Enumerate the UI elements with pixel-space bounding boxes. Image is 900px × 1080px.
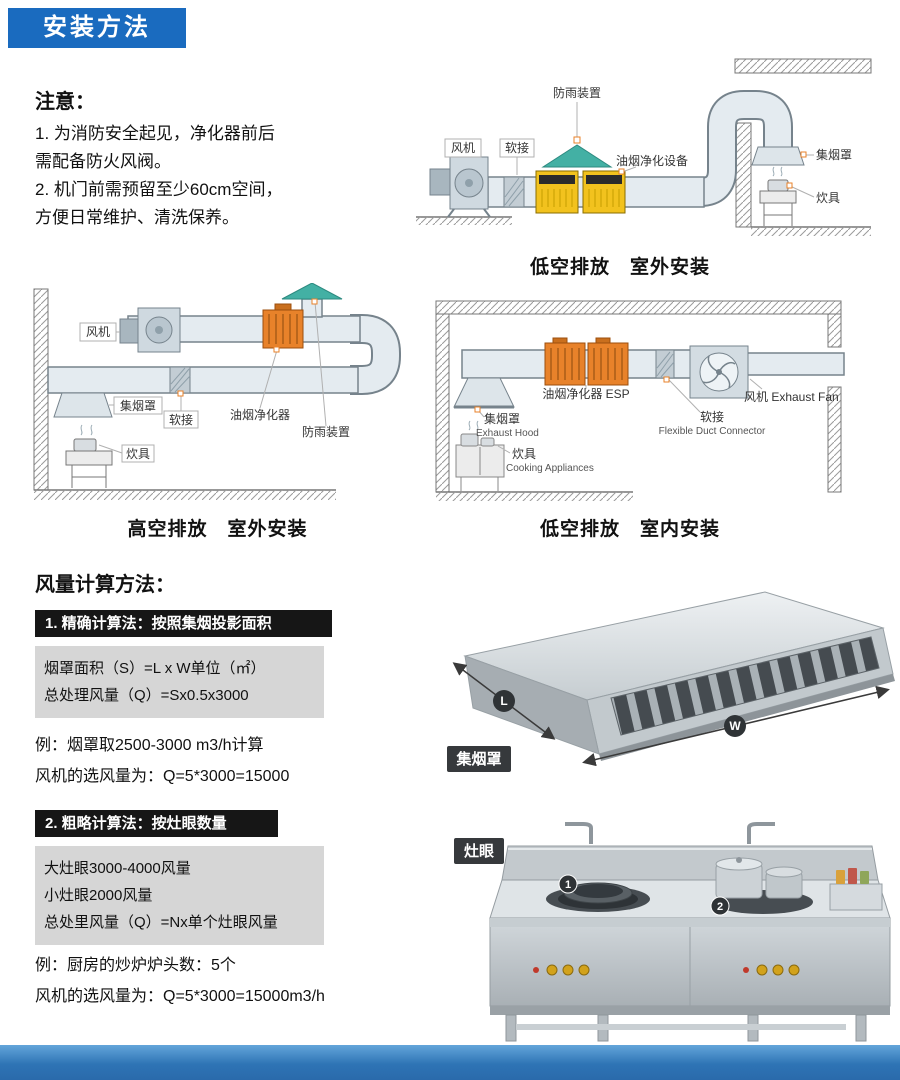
- calc-method2-line1: 大灶眼3000-4000风量: [44, 860, 191, 877]
- calc-title: 风量计算方法：: [35, 574, 175, 596]
- hood-label: 集烟罩: [816, 147, 852, 162]
- calc-method2-ex2: 风机的选风量为：Q=5*3000=15000m3/h: [35, 988, 325, 1005]
- cooking-appliance: [455, 420, 505, 491]
- calc-method1-line2: 总处理风量（Q）=Sx0.5x3000: [44, 687, 249, 704]
- purifier-unit: [535, 170, 626, 214]
- caption-indoor-low: 低空排放 室内安装: [539, 519, 720, 540]
- fan-unit: [689, 345, 749, 399]
- diagram-outdoor-low: 防雨装置 风机 软接 油烟净化设备 集烟罩 炊具: [416, 58, 872, 236]
- bottom-decor-bar: [0, 1045, 900, 1080]
- purifier-label: 油烟净化器: [230, 408, 290, 422]
- fan-unit: [429, 156, 491, 218]
- return-bend-duct: [350, 314, 401, 395]
- burner-marker-2: 2: [710, 896, 730, 916]
- flex-label: 软接: [505, 140, 529, 155]
- exhaust-hood: [453, 377, 515, 409]
- calc-method2-ex1: 例：厨房的炒炉炉头数：5个: [35, 957, 236, 974]
- calc-method1-example: 例：烟罩取2500-3000 m3/h计算 风机的选风量为：Q=5*3000=1…: [35, 730, 289, 792]
- exhaust-hood: [53, 392, 113, 418]
- cooking-appliance: [65, 424, 113, 488]
- cooker-label: 炊具: [816, 191, 840, 205]
- labels: 风机 集烟罩 软接 油烟净化器 防雨装置 炊具: [79, 298, 350, 463]
- stove-body: [489, 822, 891, 1042]
- purifier-unit: [544, 337, 629, 386]
- flex-connector: [655, 349, 675, 379]
- room-structure: [435, 300, 842, 501]
- exhaust-hood: [751, 146, 805, 166]
- diagram-indoor-low: 集烟罩 Exhaust Hood 油烟净化器 ESP 软接 Flexible D…: [435, 300, 845, 501]
- fan-label: 风机 Exhaust Fan: [744, 390, 839, 404]
- stove-name-label: 灶眼: [464, 842, 494, 860]
- calc-method2-line3: 总处里风量（Q）=Nx单个灶眼风量: [44, 914, 278, 931]
- caption-outdoor-low: 低空排放 室外安装: [529, 257, 710, 278]
- cooker-label-en: Cooking Appliances: [506, 463, 594, 474]
- calc-method1-line1: 烟罩面积（S）=L x W单位（㎡）: [44, 660, 266, 677]
- flex-label: 软接: [169, 412, 193, 427]
- building-structure: [416, 58, 872, 236]
- hood-product-image: L W 集烟罩: [447, 591, 895, 772]
- notice-line-3: 2. 机门前需预留至少60cm空间，: [35, 180, 283, 199]
- hood-label-cn: 集烟罩: [484, 411, 520, 426]
- over-wall-duct: [696, 90, 793, 207]
- calc-method2-header: 2. 粗略计算法：按灶眼数量: [35, 810, 278, 837]
- hood-body: [463, 591, 895, 761]
- building-structure: [33, 288, 336, 500]
- notice-section: 注意： 1. 为消防安全起见，净化器前后 需配备防火风阀。 2. 机门前需预留至…: [35, 85, 385, 232]
- flex-label-en: Flexible Duct Connector: [659, 426, 766, 437]
- notice-line-1: 1. 为消防安全起见，净化器前后: [35, 124, 275, 143]
- calc-method2-box: 大灶眼3000-4000风量 小灶眼2000风量 总处里风量（Q）=Nx单个灶眼…: [35, 846, 324, 945]
- flex-connector: [503, 176, 525, 208]
- hood-name-badge: 集烟罩: [447, 746, 511, 772]
- header-badge: 安装方法: [8, 8, 186, 48]
- marker-1-label: 1: [565, 879, 571, 891]
- dimension-w: W: [582, 685, 890, 767]
- calc-method2-line2: 小灶眼2000风量: [44, 887, 153, 904]
- notice-title: 注意：: [35, 91, 95, 113]
- flex-connector: [169, 366, 191, 394]
- cooking-appliance: [759, 166, 797, 226]
- outlet-duct: [743, 352, 845, 376]
- faucet-right: [747, 822, 775, 844]
- rain-cap: [541, 144, 613, 168]
- rain-cap: [281, 283, 343, 300]
- dim-l-label: L: [500, 694, 507, 708]
- stove-name-badge: 灶眼: [454, 838, 504, 864]
- purifier-unit: [262, 303, 304, 349]
- rain-device-label: 防雨装置: [302, 424, 350, 439]
- diagram-outdoor-high: 风机 集烟罩 软接 油烟净化器 防雨装置 炊具: [33, 283, 401, 500]
- marker-2-label: 2: [717, 901, 723, 913]
- notice-line-4: 方便日常维护、清洗保养。: [35, 208, 239, 227]
- labels: 集烟罩 Exhaust Hood 油烟净化器 ESP 软接 Flexible D…: [474, 376, 839, 474]
- control-knobs: [533, 964, 800, 976]
- rain-device-label: 防雨装置: [553, 85, 601, 100]
- caption-outdoor-high: 高空排放 室外安装: [127, 519, 308, 540]
- calc-method1-ex2: 风机的选风量为：Q=5*3000=15000: [35, 768, 290, 785]
- calc-method1-header: 1. 精确计算法：按照集烟投影面积: [35, 610, 332, 637]
- hood-label: 集烟罩: [120, 398, 156, 413]
- cooker-label: 炊具: [126, 447, 150, 461]
- flex-label-cn: 软接: [700, 409, 724, 424]
- faucet-left: [565, 822, 593, 844]
- stove-product-image: 1 2 灶眼: [454, 822, 891, 1042]
- cooker-label-cn: 炊具: [512, 447, 536, 461]
- fan-label: 风机: [86, 325, 110, 339]
- lower-duct: [47, 366, 359, 394]
- hood-label-en: Exhaust Hood: [476, 428, 539, 439]
- fan-label: 风机: [451, 141, 475, 155]
- labels: 防雨装置 风机 软接 油烟净化设备 集烟罩 炊具: [444, 85, 852, 205]
- burner-marker-1: 1: [558, 874, 578, 894]
- purifier-label: 油烟净化设备: [616, 154, 688, 168]
- dim-w-label: W: [729, 719, 741, 733]
- calc-method1-box: 烟罩面积（S）=L x W单位（㎡） 总处理风量（Q）=Sx0.5x3000: [35, 646, 324, 718]
- fan-unit: [119, 307, 181, 353]
- purifier-label: 油烟净化器 ESP: [542, 387, 629, 401]
- notice-line-2: 需配备防火风阀。: [35, 152, 171, 171]
- condiment-shelf: [829, 868, 883, 911]
- stock-pots: [715, 857, 803, 899]
- calc-method2-example: 例：厨房的炒炉炉头数：5个 风机的选风量为：Q=5*3000=15000m3/h: [35, 950, 325, 1012]
- dimension-l: L: [452, 662, 556, 740]
- hood-name-label: 集烟罩: [455, 750, 501, 768]
- calc-method1-ex1: 例：烟罩取2500-3000 m3/h计算: [35, 737, 264, 754]
